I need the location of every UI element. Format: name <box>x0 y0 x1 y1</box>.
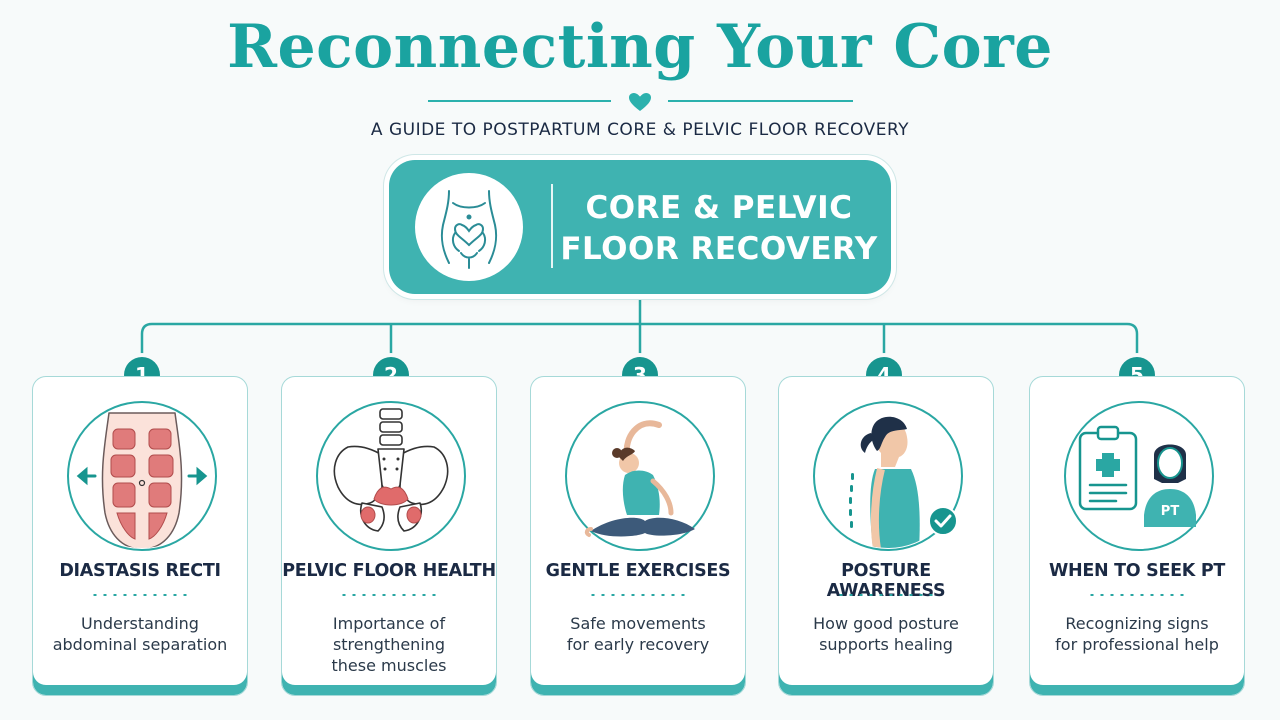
step-description: Understanding abdominal separation <box>43 613 237 655</box>
step-description: Recognizing signs for professional help <box>1040 613 1234 655</box>
step-card-pelvic-floor-health: PELVIC FLOOR HEALTH Importance of streng… <box>281 376 497 696</box>
step-title: DIASTASIS RECTI <box>59 561 221 581</box>
step-description-line: Recognizing signs <box>1065 614 1209 633</box>
dotted-divider <box>339 594 439 596</box>
pelvis-icon <box>316 401 466 551</box>
clipboard-physio-icon: PT <box>1064 401 1214 551</box>
step-description-line: How good posture <box>813 614 959 633</box>
hub-separator <box>551 184 553 268</box>
title-divider-right <box>668 100 853 102</box>
step-description-line: Importance of <box>332 614 446 633</box>
title-divider-left <box>428 100 611 102</box>
step-title: GENTLE EXERCISES <box>545 561 731 581</box>
step-description-line: strengthening <box>332 635 446 654</box>
step-description-line: these muscles <box>331 656 447 675</box>
step-description-line: abdominal separation <box>52 635 228 654</box>
hub-title-line-1: CORE & PELVIC <box>585 190 853 226</box>
step-title: PELVIC FLOOR HEALTH <box>282 561 496 581</box>
torso-heart-hands-icon <box>415 173 523 281</box>
heart-icon <box>629 93 651 111</box>
hub-title: CORE & PELVIC FLOOR RECOVERY <box>554 188 884 270</box>
step-card-gentle-exercises: GENTLE EXERCISES Safe movements for earl… <box>530 376 746 696</box>
step-card-posture-awareness: POSTURE AWARENESS How good posture suppo… <box>778 376 994 696</box>
step-description-line: Safe movements <box>570 614 706 633</box>
page-title: Reconnecting Your Core <box>227 12 1053 82</box>
woman-stretching-icon <box>565 401 715 551</box>
step-card-when-to-seek-pt: PT WHEN TO SEEK PT Recognizing signs for… <box>1029 376 1245 696</box>
dotted-divider <box>588 594 688 596</box>
step-description-line: for professional help <box>1055 635 1219 654</box>
pt-label: PT <box>1161 504 1180 519</box>
step-title: POSTURE AWARENESS <box>826 561 946 601</box>
step-description: How good posture supports healing <box>789 613 983 655</box>
step-description: Importance of strengthening these muscle… <box>292 613 486 676</box>
hub-box: CORE & PELVIC FLOOR RECOVERY <box>389 160 891 294</box>
step-description: Safe movements for early recovery <box>541 613 735 655</box>
step-description-line: supports healing <box>819 635 953 654</box>
step-card-diastasis-recti: DIASTASIS RECTI Understanding abdominal … <box>32 376 248 696</box>
abdominal-muscles-icon <box>67 401 217 551</box>
step-description-line: for early recovery <box>566 635 710 654</box>
dotted-divider <box>1087 594 1187 596</box>
posture-profile-icon <box>813 401 963 551</box>
step-description-line: Understanding <box>81 614 199 633</box>
page-subtitle: A GUIDE TO POSTPARTUM CORE & PELVIC FLOO… <box>370 120 910 140</box>
dotted-divider <box>90 594 190 596</box>
hub-title-line-2: FLOOR RECOVERY <box>560 231 878 267</box>
step-title: WHEN TO SEEK PT <box>1049 561 1225 581</box>
dotted-divider <box>836 594 936 596</box>
